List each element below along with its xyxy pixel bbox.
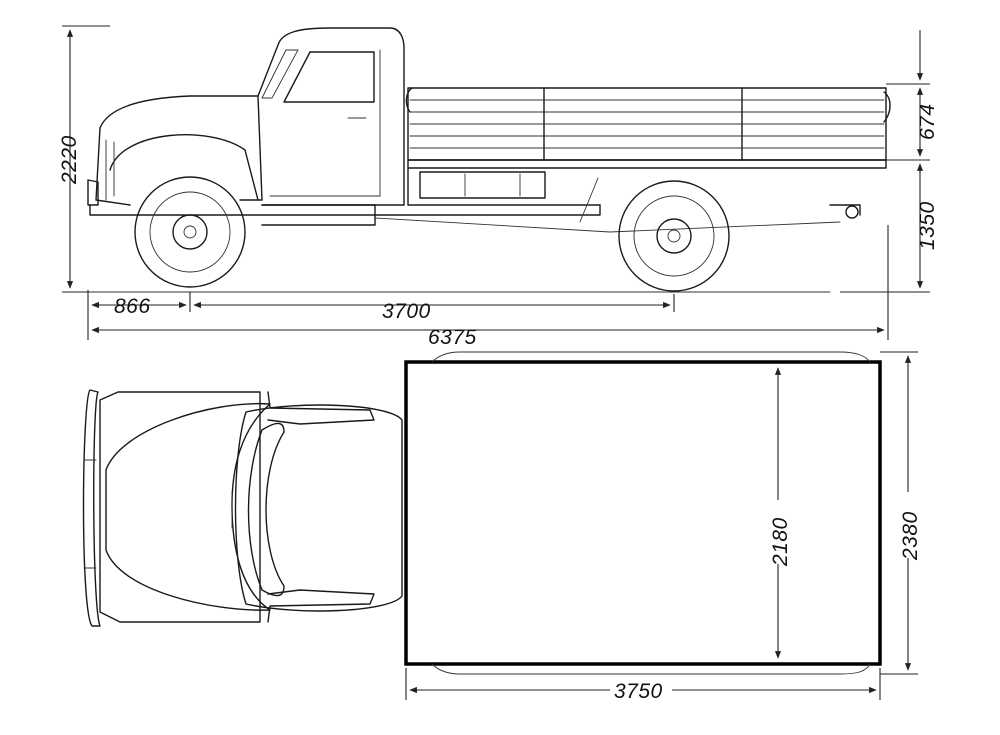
dim-platform-height: 1350 (916, 201, 939, 250)
hood-top (99, 391, 261, 623)
cab-outline (257, 27, 405, 206)
windshield-top (247, 422, 285, 597)
tow-hook (845, 205, 859, 219)
dim-overall-width: 2380 (899, 511, 922, 561)
front-wheel (134, 176, 246, 288)
hood-outline (99, 95, 263, 201)
dim-front-overhang: 866 (114, 295, 151, 318)
top-view-dimensions: 2180 2380 3750 (405, 351, 922, 703)
dim-body-side-height: 674 (916, 103, 939, 140)
cab-roof (234, 404, 403, 612)
cab-door-window (283, 51, 375, 103)
dim-overall-height: 2220 (58, 135, 81, 185)
dim-platform-inner-width: 2180 (769, 517, 792, 567)
windshield (261, 49, 299, 99)
dim-overall-length: 6375 (428, 326, 477, 349)
platform-floor (407, 159, 887, 169)
side-view-dimensions: 2220 674 1350 866 3700 6375 (58, 25, 939, 349)
front-bumper-top (82, 389, 101, 627)
cargo-platform-top (404, 360, 882, 666)
dim-platform-length: 3750 (614, 680, 663, 703)
front-bumper (87, 179, 99, 206)
fuel-tank (419, 171, 546, 199)
front-fender (109, 134, 259, 201)
dim-wheelbase: 3700 (382, 300, 431, 323)
side-view (87, 27, 891, 293)
top-view (82, 351, 882, 675)
rear-wheel (618, 180, 730, 292)
